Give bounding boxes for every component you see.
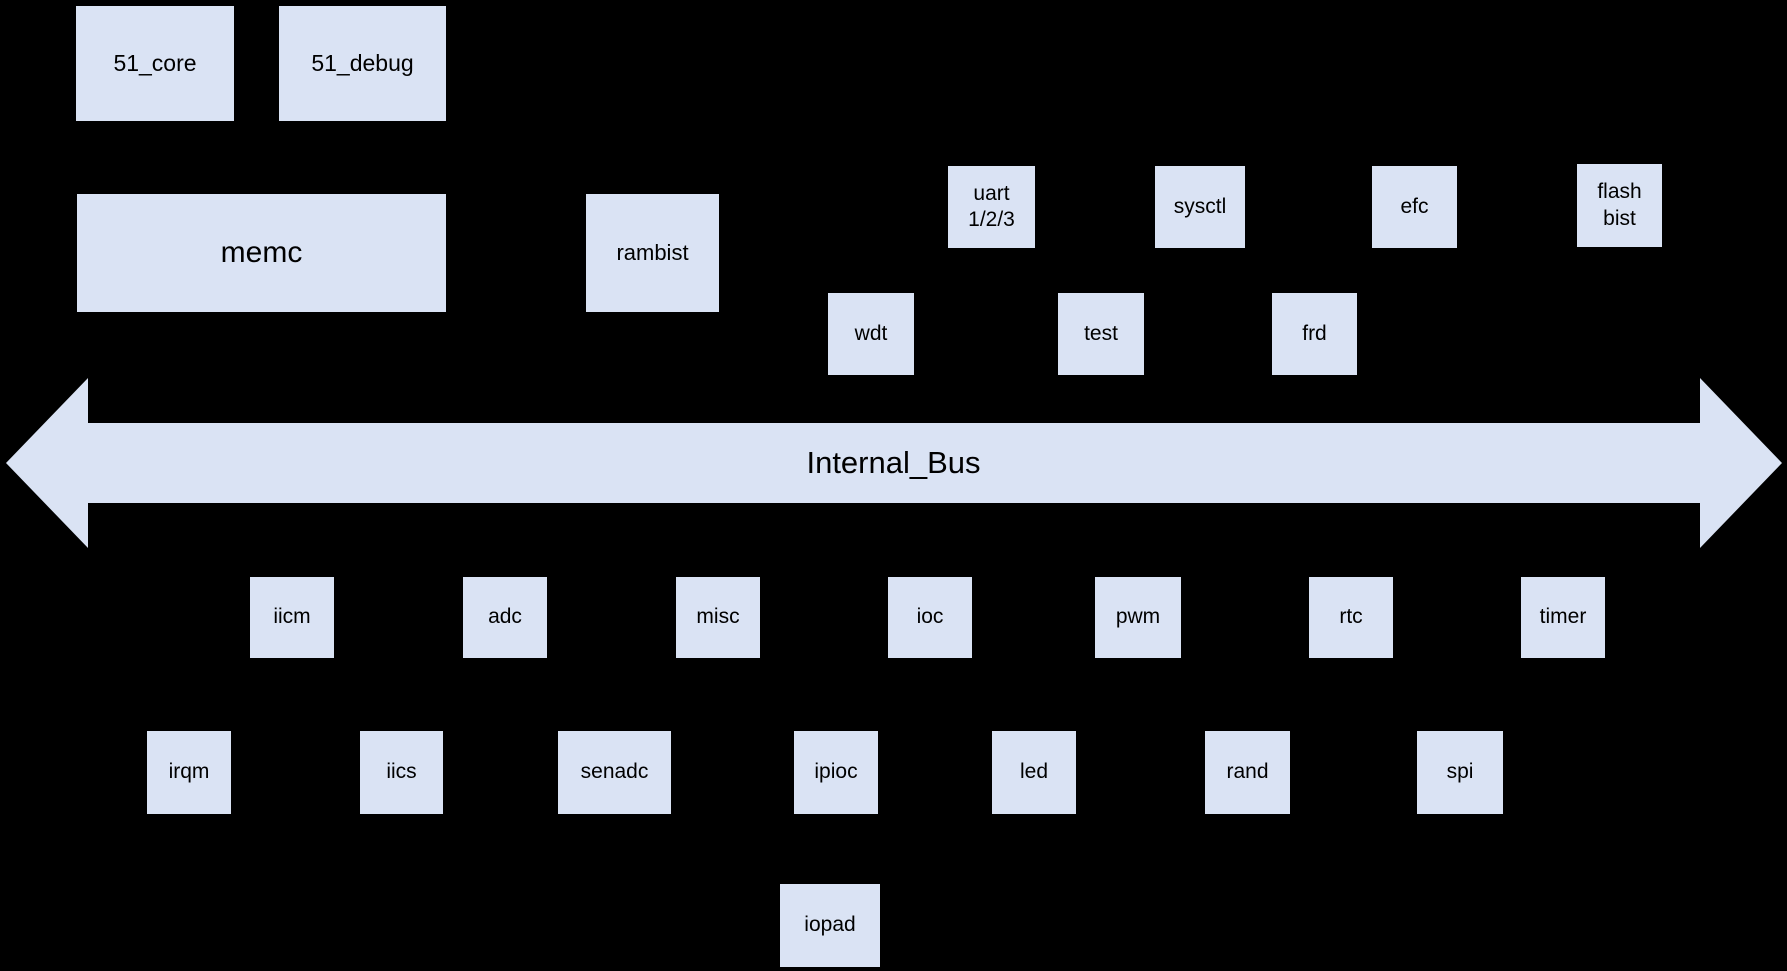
- block-test: test: [1058, 293, 1144, 375]
- block-memc: memc: [77, 194, 446, 312]
- block-sysctl: sysctl: [1155, 166, 1245, 248]
- block-spi: spi: [1417, 731, 1503, 814]
- block-ioc: ioc: [888, 577, 972, 658]
- block-uart123: uart 1/2/3: [948, 166, 1035, 248]
- block-frd: frd: [1272, 293, 1357, 375]
- block-misc: misc: [676, 577, 760, 658]
- block-rand: rand: [1205, 731, 1290, 814]
- block-iicm: iicm: [250, 577, 334, 658]
- block-efc: efc: [1372, 166, 1457, 248]
- block-pwm: pwm: [1095, 577, 1181, 658]
- block-led: led: [992, 731, 1076, 814]
- block-wdt: wdt: [828, 293, 914, 375]
- block-flashbist: flash bist: [1577, 164, 1662, 247]
- block-51-debug: 51_debug: [279, 6, 446, 121]
- block-adc: adc: [463, 577, 547, 658]
- block-ipioc: ipioc: [794, 731, 878, 814]
- block-51-core: 51_core: [76, 6, 234, 121]
- block-irqm: irqm: [147, 731, 231, 814]
- internal-bus-arrow: [6, 378, 1782, 548]
- block-timer: timer: [1521, 577, 1605, 658]
- block-senadc: senadc: [558, 731, 671, 814]
- block-iopad: iopad: [780, 884, 880, 967]
- block-iics: iics: [360, 731, 443, 814]
- block-rambist: rambist: [586, 194, 719, 312]
- block-rtc: rtc: [1309, 577, 1393, 658]
